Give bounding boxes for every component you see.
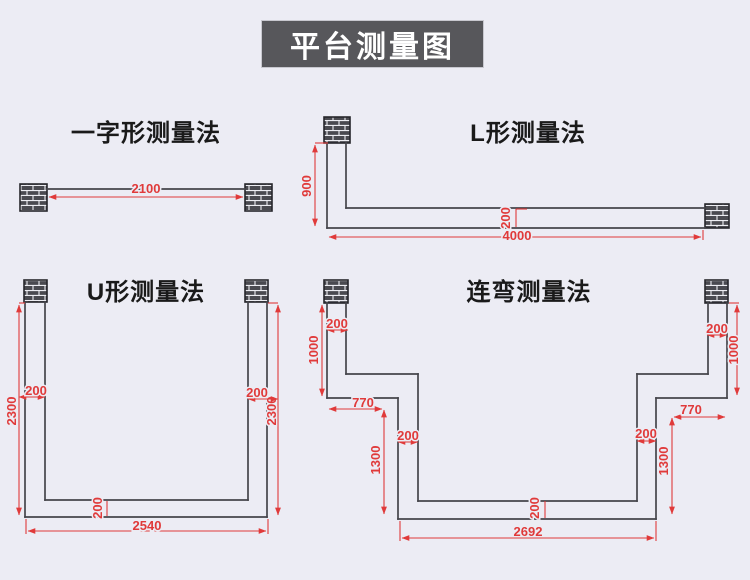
l-shape-dimensions: 900 200 4000: [298, 142, 704, 245]
u-shape-dimensions: 2300 200 2300 200 200 2540: [3, 302, 281, 535]
brick-wall-icon: [19, 183, 48, 212]
dim-l-length: 4000: [503, 228, 532, 243]
multi-bend-dimensions: 200 1000 770 200 1300 200: [305, 302, 743, 541]
dim-bend-left-thickness: 200: [326, 316, 348, 331]
panel-multi-bend: 连弯测量法: [305, 278, 743, 541]
dim-bend-bottom-thickness: 200: [527, 497, 542, 519]
panel-straight-title: 一字形测量法: [71, 119, 221, 147]
panel-u-shape: U形测量法 2300 200: [3, 279, 281, 535]
dim-bend-right-height: 1000: [726, 336, 741, 365]
panel-straight: 一字形测量法 2100: [19, 119, 273, 212]
dim-bend-mid-right-thickness: 200: [635, 426, 657, 441]
dim-bend-right-offset: 770: [680, 402, 702, 417]
panel-l-shape: L形测量法 900 200 4000: [298, 116, 730, 245]
dim-straight-length: 2100: [132, 181, 161, 196]
panel-multi-bend-title: 连弯测量法: [467, 278, 592, 306]
l-shape-outline: [326, 142, 706, 229]
brick-wall-icon: [23, 279, 48, 303]
dim-u-left-height: 2300: [4, 397, 19, 426]
straight-dimensions: 2100: [48, 180, 244, 200]
dim-u-bottom-thickness: 200: [90, 497, 105, 519]
brick-wall-icon: [244, 183, 273, 212]
u-shape-outline: [24, 301, 268, 518]
brick-wall-icon: [244, 279, 269, 303]
multi-bend-outline: [326, 302, 728, 520]
dim-l-thickness: 200: [498, 207, 513, 229]
dim-bend-right-thickness: 200: [706, 321, 728, 336]
dim-bend-mid-left-thickness: 200: [397, 428, 419, 443]
dim-bend-bottom-width: 2692: [514, 524, 543, 539]
dim-u-right-thickness: 200: [246, 385, 268, 400]
page-title: 平台测量图: [262, 21, 483, 67]
dim-bend-mid-right-height: 1300: [656, 447, 671, 476]
dim-bend-left-offset: 770: [352, 395, 374, 410]
dim-u-right-height: 2300: [264, 397, 279, 426]
dim-u-left-thickness: 200: [25, 383, 47, 398]
dim-bend-left-height: 1000: [306, 336, 321, 365]
brick-wall-icon: [323, 279, 349, 304]
brick-wall-icon: [704, 279, 729, 304]
brick-wall-icon: [704, 203, 730, 229]
panel-l-shape-title: L形测量法: [470, 120, 586, 147]
dim-l-height: 900: [299, 175, 314, 197]
panel-u-shape-title: U形测量法: [87, 279, 205, 306]
dim-u-width: 2540: [133, 518, 162, 533]
dim-bend-mid-left-height: 1300: [368, 446, 383, 475]
brick-wall-icon: [323, 116, 351, 144]
